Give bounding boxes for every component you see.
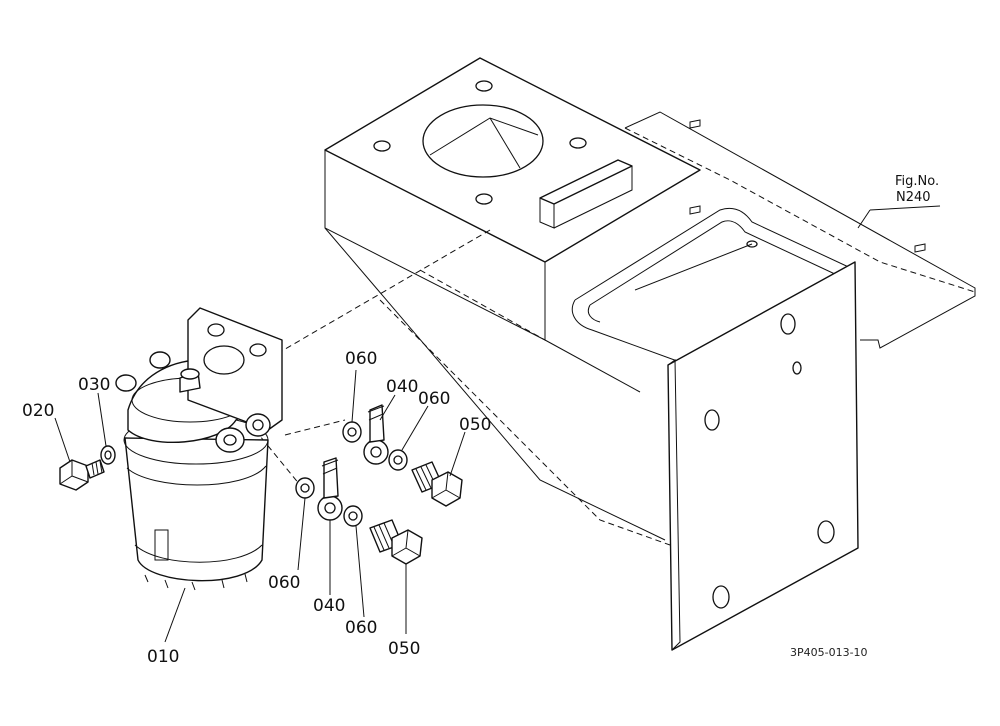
- callout-040-lower: 040: [313, 596, 345, 616]
- washer-060-lower-right: [343, 505, 363, 527]
- callout-060-left: 060: [268, 573, 300, 593]
- hollow-bolt-050-upper: [411, 461, 463, 507]
- fig-ref-line1: Fig.No.: [895, 174, 939, 189]
- mounting-bracket: [324, 57, 976, 651]
- fig-ref-line2: N240: [896, 190, 931, 205]
- fig-reference: Fig.No. N240: [895, 174, 939, 205]
- washer-060-upper-right: [388, 449, 408, 471]
- alignment-lines: [254, 229, 671, 546]
- bolt-020: [59, 459, 105, 491]
- callout-050-lower: 050: [388, 639, 420, 659]
- washer-030: [100, 445, 116, 465]
- leader-lines: [54, 205, 941, 643]
- callout-010: 010: [147, 647, 179, 667]
- washer-060-upper-left: [342, 421, 362, 443]
- callout-030: 030: [78, 375, 110, 395]
- callout-060-top: 060: [345, 349, 377, 369]
- callout-060-bottom: 060: [345, 618, 377, 638]
- callout-040-upper: 040: [386, 377, 418, 397]
- callout-050-upper: 050: [459, 415, 491, 435]
- drawing-code: 3P405-013-10: [790, 646, 868, 659]
- banjo-fitting-040-upper: [363, 404, 389, 465]
- fuel-filter-assembly: [115, 307, 283, 591]
- banjo-fitting-040-lower: [317, 457, 343, 521]
- hollow-bolt-050-lower: [369, 519, 423, 565]
- callout-060-right: 060: [418, 389, 450, 409]
- washer-060-lower-left: [295, 477, 315, 499]
- callout-020: 020: [22, 401, 54, 421]
